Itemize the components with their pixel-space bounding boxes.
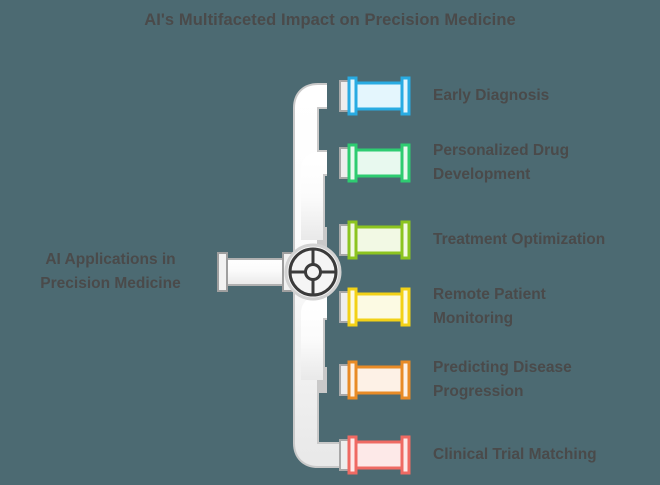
- valve-wheel-icon[interactable]: [284, 243, 342, 301]
- page-title: AI's Multifaceted Impact on Precision Me…: [144, 11, 516, 29]
- branch-label-line-2: Development: [433, 166, 531, 183]
- branch-label-clinical-trial-matching: Clinical Trial Matching: [433, 443, 655, 467]
- root-node-label-line-1: AI Applications in: [45, 251, 176, 268]
- branch-valve-predicting-disease-progression[interactable]: [339, 360, 411, 400]
- branch-label-treatment-optimization: Treatment Optimization: [433, 228, 655, 252]
- branch-label-line-1: Clinical Trial Matching: [433, 446, 597, 463]
- branch-label-early-diagnosis: Early Diagnosis: [433, 84, 655, 108]
- branch-label-line-1: Personalized Drug: [433, 142, 570, 159]
- branch-label-line-2: Progression: [433, 383, 524, 400]
- branch-label-line-1: Predicting Disease: [433, 359, 572, 376]
- branch-label-line-1: Treatment Optimization: [433, 231, 606, 248]
- branch-label-line-1: Remote Patient: [433, 286, 546, 303]
- root-node-label: AI Applications in Precision Medicine: [8, 248, 213, 296]
- branch-valve-treatment-optimization[interactable]: [339, 220, 411, 260]
- branch-valve-group: [339, 76, 411, 475]
- branch-label-line-2: Monitoring: [433, 310, 514, 327]
- branch-label-line-1: Early Diagnosis: [433, 87, 550, 104]
- branch-valve-personalized-drug-development[interactable]: [339, 143, 411, 183]
- root-node-label-line-2: Precision Medicine: [40, 275, 181, 292]
- branch-valve-remote-patient-monitoring[interactable]: [339, 287, 411, 327]
- branch-valve-early-diagnosis[interactable]: [339, 76, 411, 116]
- branch-valve-clinical-trial-matching[interactable]: [339, 435, 411, 475]
